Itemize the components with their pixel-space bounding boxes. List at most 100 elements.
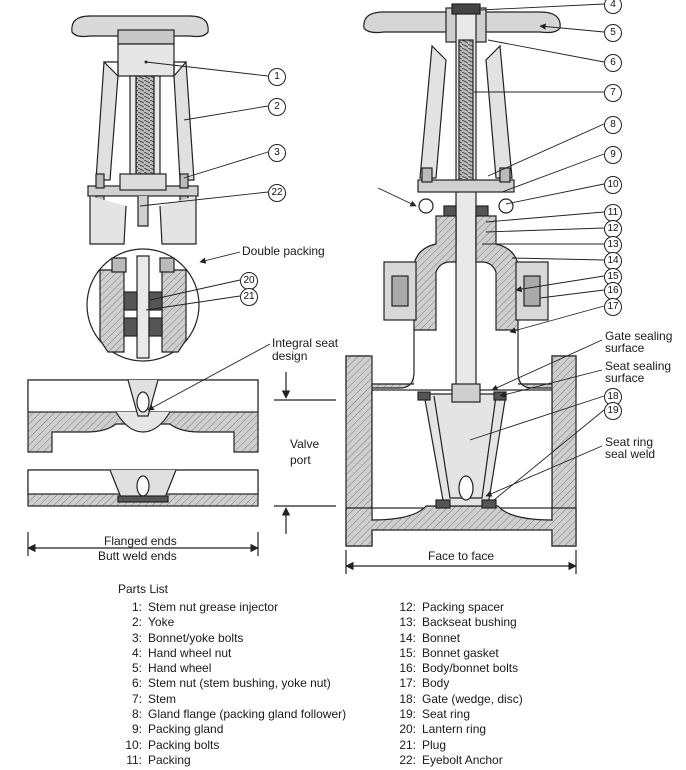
- part-number: 6:: [131, 676, 142, 691]
- label-seat-ring-line2: seal weld: [605, 447, 656, 461]
- parts-list-item: 4: Hand wheel nut: [100, 646, 346, 661]
- callout-19: 19: [604, 402, 622, 420]
- part-number: 21:: [399, 737, 416, 752]
- part-name: Bonnet/yoke bolts: [148, 630, 244, 645]
- part-number: 2:: [131, 615, 142, 630]
- parts-list-item: 10: Packing bolts: [100, 738, 346, 753]
- parts-list-item: 22: Eyebolt Anchor: [390, 753, 523, 768]
- label-gate-sealing-line1: Gate sealing: [605, 329, 673, 343]
- part-number: 19:: [399, 707, 416, 722]
- part-number: 20:: [399, 722, 416, 737]
- part-number: 3:: [131, 630, 142, 645]
- part-number: 12:: [399, 600, 416, 614]
- part-name: Plug: [422, 737, 447, 752]
- label-flanged-ends: Flanged ends: [104, 534, 177, 548]
- part-number: 14:: [399, 630, 416, 645]
- parts-list-item: 16: Body/bonnet bolts: [390, 661, 523, 676]
- label-face-to-face: Face to face: [428, 549, 495, 563]
- label-butt-weld-ends: Butt weld ends: [98, 549, 177, 563]
- part-name: Bonnet: [422, 630, 461, 645]
- part-number: 18:: [399, 691, 416, 706]
- part-name: Stem: [148, 691, 177, 706]
- part-number: 10:: [125, 737, 142, 752]
- label-seat-sealing-line1: Seat sealing: [605, 359, 672, 373]
- parts-list-item: 2: Yoke: [100, 615, 346, 630]
- part-name: Packing bolts: [148, 737, 220, 752]
- parts-list-item: 13: Backseat bushing: [390, 615, 523, 630]
- part-number: 5:: [131, 661, 142, 676]
- part-name: Bonnet gasket: [422, 645, 499, 660]
- part-name: Packing gland: [148, 722, 224, 737]
- callout-21: 21: [240, 288, 258, 306]
- label-valve-port-line2: port: [290, 453, 311, 467]
- label-seat-sealing-line2: surface: [605, 371, 645, 385]
- part-number: 17:: [399, 676, 416, 691]
- label-integral-seat-line1: Integral seat: [272, 336, 339, 350]
- parts-list-item: 12: Packing spacer: [390, 600, 523, 615]
- flanged-ends-section: [27, 379, 259, 453]
- part-name: Yoke: [148, 615, 175, 630]
- callout-7: 7: [604, 84, 622, 102]
- parts-list-item: 14: Bonnet: [390, 631, 523, 646]
- part-number: 8:: [131, 707, 142, 722]
- part-name: Packing spacer: [422, 600, 505, 614]
- parts-list-item: 7:Stem: [100, 692, 346, 707]
- part-name: Gland flange (packing gland follower): [148, 707, 347, 722]
- callout-9: 9: [604, 146, 622, 164]
- part-name: Stem nut (stem bushing, yoke nut): [148, 676, 331, 691]
- part-name: Body/bonnet bolts: [422, 661, 519, 676]
- part-name: Seat ring: [422, 707, 471, 722]
- part-number: 13:: [399, 615, 416, 630]
- part-name: Gate (wedge, disc): [422, 691, 523, 706]
- label-gate-sealing-line2: surface: [605, 341, 645, 355]
- callout-17: 17: [604, 298, 622, 316]
- butt-weld-ends-section: [27, 469, 259, 507]
- parts-list-item: 1: Stem nut grease injector: [100, 600, 346, 615]
- callout-5: 5: [604, 24, 622, 42]
- leader-lines: [139, 3, 605, 501]
- callout-15: 15: [604, 268, 622, 286]
- part-name: Backseat bushing: [422, 615, 517, 630]
- part-number: 22:: [399, 752, 416, 767]
- part-number: 15:: [399, 645, 416, 660]
- part-number: 4:: [131, 645, 142, 660]
- parts-list-item: 20: Lantern ring: [390, 722, 523, 737]
- callout-3: 3: [268, 144, 286, 162]
- label-integral-seat-line2: design: [272, 349, 308, 363]
- part-name: Eyebolt Anchor: [422, 752, 503, 767]
- callout-8: 8: [604, 116, 622, 134]
- part-name: Stem nut grease injector: [148, 600, 279, 614]
- callout-1: 1: [268, 68, 286, 86]
- part-number: 9:: [131, 722, 142, 737]
- parts-list-right: 12: Packing spacer 13: Backseat bushing 14…: [390, 600, 523, 768]
- parts-list-item: 18: Gate (wedge, disc): [390, 691, 523, 707]
- part-name: Packing: [148, 752, 191, 767]
- parts-list-item: 15: Bonnet gasket: [390, 646, 523, 661]
- parts-list-item: 17:Body: [390, 676, 523, 691]
- parts-list-item: 8: Gland flange (packing gland follower): [100, 707, 346, 722]
- callout-12: 12: [604, 220, 622, 238]
- label-valve-port-line1: Valve: [290, 437, 320, 451]
- parts-list-item: 9: Packing gland: [100, 722, 346, 737]
- parts-list-item: 6: Stem nut (stem bushing, yoke nut): [100, 676, 346, 691]
- parts-list-item: 19: Seat ring: [390, 707, 523, 722]
- parts-list-item: 5: Hand wheel: [100, 661, 346, 676]
- label-seat-ring-line1: Seat ring: [605, 435, 654, 449]
- part-number: 11:: [126, 752, 142, 767]
- main-valve-section: [345, 3, 577, 547]
- callout-4: 4: [604, 0, 622, 14]
- parts-list-item: 21: Plug: [390, 738, 523, 753]
- double-packing-detail: [86, 248, 200, 362]
- part-number: 1:: [131, 600, 142, 614]
- part-name: Lantern ring: [422, 722, 487, 737]
- callout-6: 6: [604, 54, 622, 72]
- parts-list-left: 1: Stem nut grease injector 2: Yoke 3: Bonn…: [100, 600, 346, 768]
- label-double-packing: Double packing: [242, 244, 325, 258]
- part-name: Hand wheel: [148, 661, 212, 676]
- callout-2: 2: [268, 98, 286, 116]
- callout-22: 22: [268, 184, 286, 202]
- parts-list-item: 3: Bonnet/yoke bolts: [100, 631, 346, 646]
- part-number: 16:: [399, 661, 416, 676]
- part-name: Hand wheel nut: [148, 645, 232, 660]
